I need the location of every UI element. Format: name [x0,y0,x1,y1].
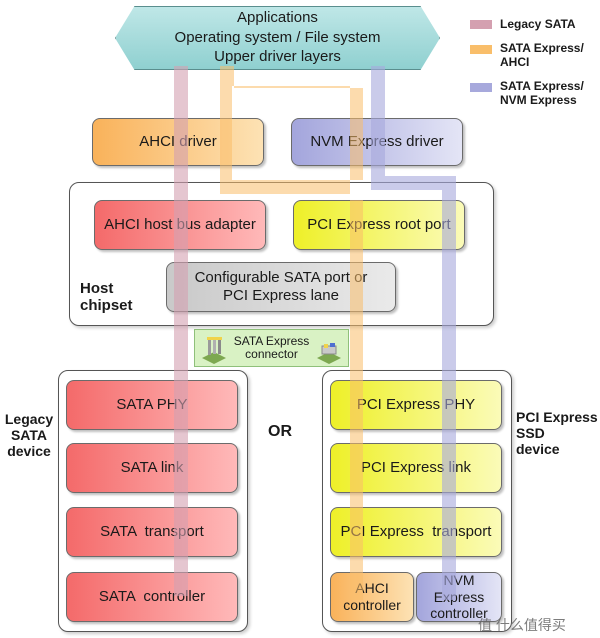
connector-line2: connector [245,347,298,361]
pcie-transport-box: PCI Express transport [330,507,502,557]
watermark: 值 什么值得买 [478,615,566,635]
pcie-ssd-device-label: PCI Express SSD device [516,409,598,457]
pcie-link-label: PCI Express link [360,459,472,476]
legend-nvme-line2: NVM Express [500,92,577,107]
sata-phy-label: SATA PHY [116,396,188,413]
legend-ahci-line2: AHCI [500,54,530,69]
legend-sata-express-nvme: SATA Express/ NVM Express [470,79,584,108]
legacy-label-line1: Legacy [4,411,54,427]
pcie-label-line3: device [516,441,560,458]
pcie-phy-box: PCI Express PHY [330,380,502,430]
legend-ahci-line1: SATA Express/ [500,41,584,55]
ahci-hba-label: AHCI host bus adapter [104,216,256,233]
applications-line: Applications [237,9,318,26]
os-filesystem-line: Operating system / File system [174,28,381,46]
ahci-ctrl-line2: controller [343,597,401,613]
pcie-transport-label: PCI Express transport [340,523,492,540]
sata-transport-label: SATA transport [100,523,204,540]
legend-sata-express-ahci: SATA Express/ AHCI [470,41,584,70]
configurable-port-box: Configurable SATA port or PCI Express la… [166,262,396,312]
sata-express-connector: SATA Express connector [194,329,349,367]
config-line2: PCI Express lane [223,287,339,304]
watermark-text: 值 什么值得买 [478,617,566,633]
sata-express-ahci-swatch [470,45,492,54]
sata-link-label: SATA link [120,459,184,476]
nvme-driver-box: NVM Express driver [291,118,463,166]
ahci-ctrl-line1: AHCI [355,580,389,597]
legacy-label-line3: device [7,443,51,460]
ahci-controller-box: AHCI controller [330,572,414,622]
pcie-root-port: PCI Express root port [293,200,465,250]
sata-phy-box: SATA PHY [66,380,238,430]
host-label-line1: Host [80,280,114,297]
legend-legacy-sata-label: Legacy SATA [500,17,576,31]
pcie-label-line1: PCI Express [516,409,598,425]
legacy-label-line2: SATA [10,427,48,444]
sata-link-box: SATA link [66,443,238,493]
ahci-driver-label: AHCI driver [139,133,217,150]
nvme-ctrl-line1: NVM Express [433,571,485,605]
pcie-phy-label: PCI Express PHY [356,396,476,413]
sata-controller-label: SATA controller [98,588,206,605]
nvme-driver-label: NVM Express driver [310,133,444,150]
pcie-root-port-label: PCI Express root port [307,216,451,233]
applications-layer [115,6,440,70]
sata-controller-box: SATA controller [66,572,238,622]
connector-text: SATA Express connector [231,335,312,361]
legend-legacy-sata: Legacy SATA [470,17,576,32]
host-label-line2: chipset [80,297,133,315]
ahci-host-bus-adapter: AHCI host bus adapter [94,200,266,250]
host-chipset-label: Host chipset [80,280,133,315]
connector-left-icon [202,337,226,364]
upper-driver-line: Upper driver layers [214,48,341,65]
connector-right-icon [317,343,341,364]
or-label: OR [268,423,292,440]
applications-text: Applications Operating system / File sys… [115,8,440,67]
sata-express-nvme-swatch [470,83,492,92]
pcie-link-box: PCI Express link [330,443,502,493]
legacy-sata-swatch [470,20,492,30]
config-line1: Configurable SATA port or [194,269,368,286]
nvme-ctrl-line2: controller [430,605,488,622]
legend-nvme-line1: SATA Express/ [500,79,584,93]
sata-transport-box: SATA transport [66,507,238,557]
legacy-sata-device-label: Legacy SATA device [2,411,56,459]
pcie-label-line2: SSD [516,425,545,442]
ahci-driver-box: AHCI driver [92,118,264,166]
